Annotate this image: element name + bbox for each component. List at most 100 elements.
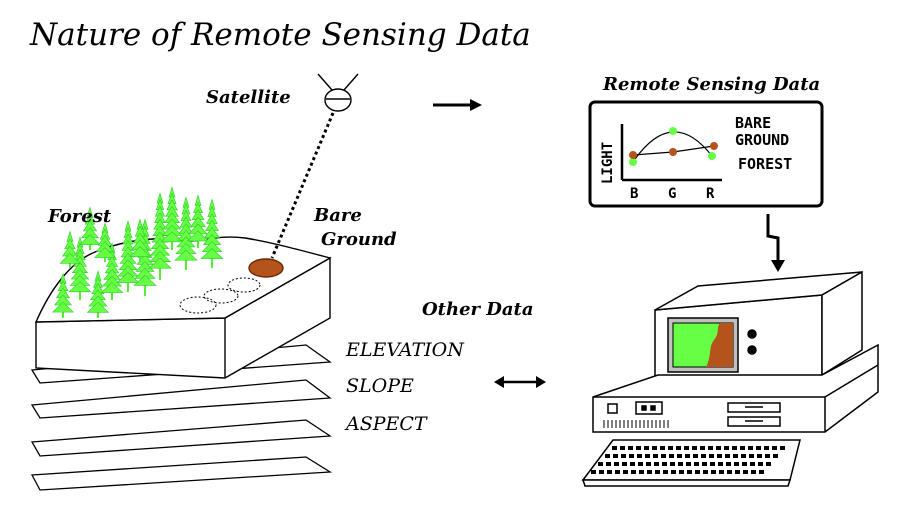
key <box>679 470 684 474</box>
remote-sensing-data-label: Remote Sensing Data <box>602 74 820 95</box>
chart-ylabel: LIGHT <box>600 142 616 184</box>
key <box>630 462 635 466</box>
pine-tree <box>200 198 224 268</box>
layer-label-aspect: ASPECT <box>344 413 428 435</box>
key <box>606 462 611 466</box>
pine-tree <box>94 222 116 262</box>
pine-tree <box>148 192 172 280</box>
bare-ground-label-line2: Ground <box>321 229 397 250</box>
key <box>591 470 596 474</box>
key <box>686 462 691 466</box>
pine-tree <box>86 270 110 318</box>
pine-tree <box>59 230 81 268</box>
satellite-icon <box>317 73 359 112</box>
key <box>695 470 700 474</box>
monitor-knob <box>747 345 757 355</box>
key <box>750 462 755 466</box>
band-label-r: R <box>706 186 715 202</box>
key <box>759 470 764 474</box>
key <box>653 454 658 458</box>
dotted-fields <box>179 277 261 314</box>
key <box>772 446 777 450</box>
key <box>644 446 649 450</box>
pine-tree <box>174 196 198 270</box>
key <box>740 446 745 450</box>
key <box>741 454 746 458</box>
key <box>622 462 627 466</box>
key <box>749 454 754 458</box>
key <box>780 446 785 450</box>
pine-tree <box>116 220 140 292</box>
keyboard-keys <box>591 446 785 474</box>
key <box>628 446 633 450</box>
key <box>684 446 689 450</box>
key <box>718 462 723 466</box>
vent-grille <box>603 420 669 428</box>
key <box>735 470 740 474</box>
key <box>766 462 771 466</box>
key <box>764 446 769 450</box>
key <box>702 462 707 466</box>
key <box>693 454 698 458</box>
layer-sheet <box>30 456 333 491</box>
bare-ground-label-line1: Bare <box>313 205 362 226</box>
key <box>647 470 652 474</box>
key <box>719 470 724 474</box>
key <box>725 454 730 458</box>
lightning-arrow-icon <box>766 214 785 272</box>
bare-ground-patch <box>248 258 284 278</box>
key <box>660 446 665 450</box>
key <box>671 470 676 474</box>
arrow-right-icon <box>433 99 482 111</box>
key <box>727 470 732 474</box>
pine-tree <box>129 218 151 262</box>
power-button <box>607 403 618 414</box>
key <box>708 446 713 450</box>
bare-ground-point <box>629 151 637 159</box>
layer-sheet <box>30 379 332 419</box>
forest-point <box>669 127 677 135</box>
key <box>637 454 642 458</box>
key <box>687 470 692 474</box>
key <box>645 454 650 458</box>
key <box>724 446 729 450</box>
drive-slot <box>635 401 663 415</box>
key <box>710 462 715 466</box>
key <box>598 462 603 466</box>
key <box>670 462 675 466</box>
key <box>614 462 619 466</box>
key <box>765 454 770 458</box>
satellite-label: Satellite <box>206 87 291 108</box>
key <box>756 446 761 450</box>
key <box>701 454 706 458</box>
sensor-beam <box>270 112 335 259</box>
key <box>646 462 651 466</box>
monitor-knob <box>747 329 757 339</box>
double-arrow-icon <box>494 376 546 388</box>
key <box>623 470 628 474</box>
layer-sheet <box>30 419 332 457</box>
key <box>654 462 659 466</box>
key <box>652 446 657 450</box>
key <box>748 446 753 450</box>
key <box>621 454 626 458</box>
key <box>711 470 716 474</box>
key <box>676 446 681 450</box>
pine-tree <box>160 186 184 250</box>
key <box>733 454 738 458</box>
bare-ground-point <box>710 142 718 150</box>
key <box>631 470 636 474</box>
key <box>773 454 778 458</box>
key <box>677 454 682 458</box>
layer-label-slope: SLOPE <box>346 375 414 397</box>
legend-bare-line1: BARE <box>735 114 771 132</box>
keyboard-icon <box>581 439 801 487</box>
key <box>694 462 699 466</box>
legend-forest: FOREST <box>738 155 792 173</box>
key <box>612 446 617 450</box>
key <box>599 470 604 474</box>
pine-tree <box>186 194 210 248</box>
layer-label-elevation: ELEVATION <box>345 339 465 361</box>
key <box>678 462 683 466</box>
